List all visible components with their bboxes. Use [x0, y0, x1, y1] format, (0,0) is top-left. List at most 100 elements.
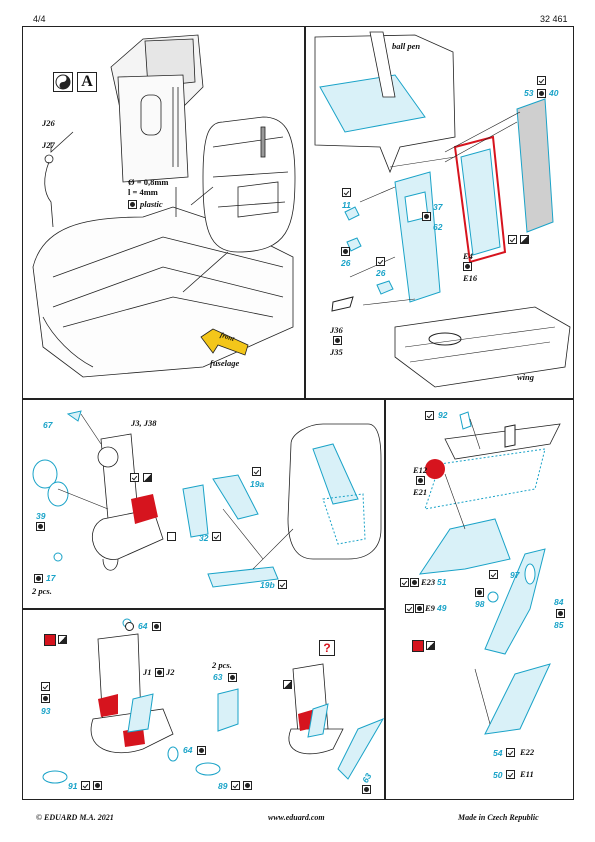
tick-icon	[278, 580, 287, 589]
circle-icon	[125, 622, 134, 631]
tick-icon	[342, 188, 351, 197]
bend-icon	[34, 574, 43, 583]
part-64-b: 64	[183, 745, 193, 755]
part-85: 85	[554, 620, 564, 630]
bend-icon	[93, 781, 102, 790]
part-j35: J35	[330, 347, 343, 357]
part-e23: E23	[421, 577, 436, 587]
bend-icon	[228, 673, 237, 682]
part-11: 11	[342, 200, 351, 210]
landing-gear-drawing	[32, 410, 382, 588]
rudder-pedal-drawing	[418, 411, 561, 735]
color-half-icon	[143, 473, 152, 482]
part-93: 93	[41, 706, 51, 716]
color-half-icon	[283, 680, 292, 689]
part-64-a: 64	[138, 621, 148, 631]
tick-icon	[506, 748, 515, 757]
bend-icon	[152, 622, 161, 631]
spec-material: plastic	[140, 199, 163, 209]
part-51: 51	[437, 577, 447, 587]
color-half-icon	[426, 641, 435, 650]
fuselage-label: fuselage	[210, 358, 240, 368]
panel-c-frame	[22, 398, 386, 610]
part-26-a: 26	[341, 258, 351, 268]
ball-pen-label: ball pen	[392, 41, 421, 51]
two-pcs-label: 2 pcs.	[32, 586, 52, 596]
part-e9: E9	[425, 603, 435, 613]
tick-icon	[212, 532, 221, 541]
part-j36: J36	[330, 325, 343, 335]
bend-icon	[155, 668, 164, 677]
cockpit-side-drawing	[314, 31, 571, 388]
bend-icon	[333, 336, 342, 345]
part-e22: E22	[520, 747, 535, 757]
part-91: 91	[68, 781, 78, 791]
main-gear-drawing	[42, 618, 385, 784]
tick-icon	[41, 682, 50, 691]
part-e16: E16	[463, 273, 478, 283]
footer-website[interactable]: www.eduard.com	[268, 813, 325, 822]
part-54: 54	[493, 748, 503, 758]
bend-icon	[410, 578, 419, 587]
part-j26: J26	[42, 118, 55, 128]
bend-icon	[41, 694, 50, 703]
step-badge: A	[77, 72, 97, 92]
tick-icon	[130, 473, 139, 482]
bend-icon	[416, 476, 425, 485]
yin-yang-icon	[53, 72, 73, 92]
bend-icon	[415, 604, 424, 613]
panel-a-frame	[22, 26, 306, 400]
part-92: 92	[438, 410, 448, 420]
tick-icon	[400, 578, 409, 587]
part-e4: E4	[463, 251, 473, 261]
wing-label: wing	[517, 372, 535, 382]
color-half-icon	[58, 635, 67, 644]
color-half-icon	[520, 235, 529, 244]
tick-icon	[376, 257, 385, 266]
fuselage-drawing	[32, 34, 296, 378]
part-j3-j38: J3, J38	[131, 418, 157, 428]
part-32: 32	[199, 533, 209, 543]
part-89: 89	[218, 781, 228, 791]
red-color-swatch	[412, 640, 424, 652]
panel-d-frame	[384, 398, 574, 800]
page-number: 4/4	[33, 14, 46, 24]
tick-icon	[81, 781, 90, 790]
part-98: 98	[475, 599, 485, 609]
bend-icon	[475, 588, 484, 597]
tick-icon	[537, 76, 546, 85]
tick-icon	[231, 781, 240, 790]
part-17: 17	[46, 573, 56, 583]
part-37: 37	[433, 202, 443, 212]
tick-icon	[489, 570, 498, 579]
part-53: 53	[524, 88, 534, 98]
panel-e-frame	[22, 608, 386, 800]
bend-icon	[463, 262, 472, 271]
spec-diameter: Ø = 0,8mm	[128, 177, 169, 187]
part-63-a: 63	[213, 672, 223, 682]
part-e12: E12	[413, 465, 428, 475]
bend-icon	[537, 89, 546, 98]
part-84: 84	[554, 597, 564, 607]
bend-icon	[362, 785, 371, 794]
tick-icon	[425, 411, 434, 420]
part-19a: 19a	[250, 479, 265, 489]
bend-icon	[422, 212, 431, 221]
part-19b: 19b	[260, 580, 275, 590]
bend-icon	[556, 609, 565, 618]
part-62: 62	[433, 222, 443, 232]
question-mark-icon: ?	[319, 640, 335, 656]
red-color-swatch	[44, 634, 56, 646]
bend-icon	[128, 200, 137, 209]
part-40: 40	[549, 88, 559, 98]
tick-icon	[506, 770, 515, 779]
kit-code: 32 461	[540, 14, 568, 24]
bend-icon	[36, 522, 45, 531]
part-j27: J27	[42, 140, 55, 150]
part-50: 50	[493, 770, 503, 780]
part-26-b: 26	[376, 268, 386, 278]
tick-icon	[252, 467, 261, 476]
part-97: 97	[510, 570, 520, 580]
part-39: 39	[36, 511, 46, 521]
bend-icon	[197, 746, 206, 755]
